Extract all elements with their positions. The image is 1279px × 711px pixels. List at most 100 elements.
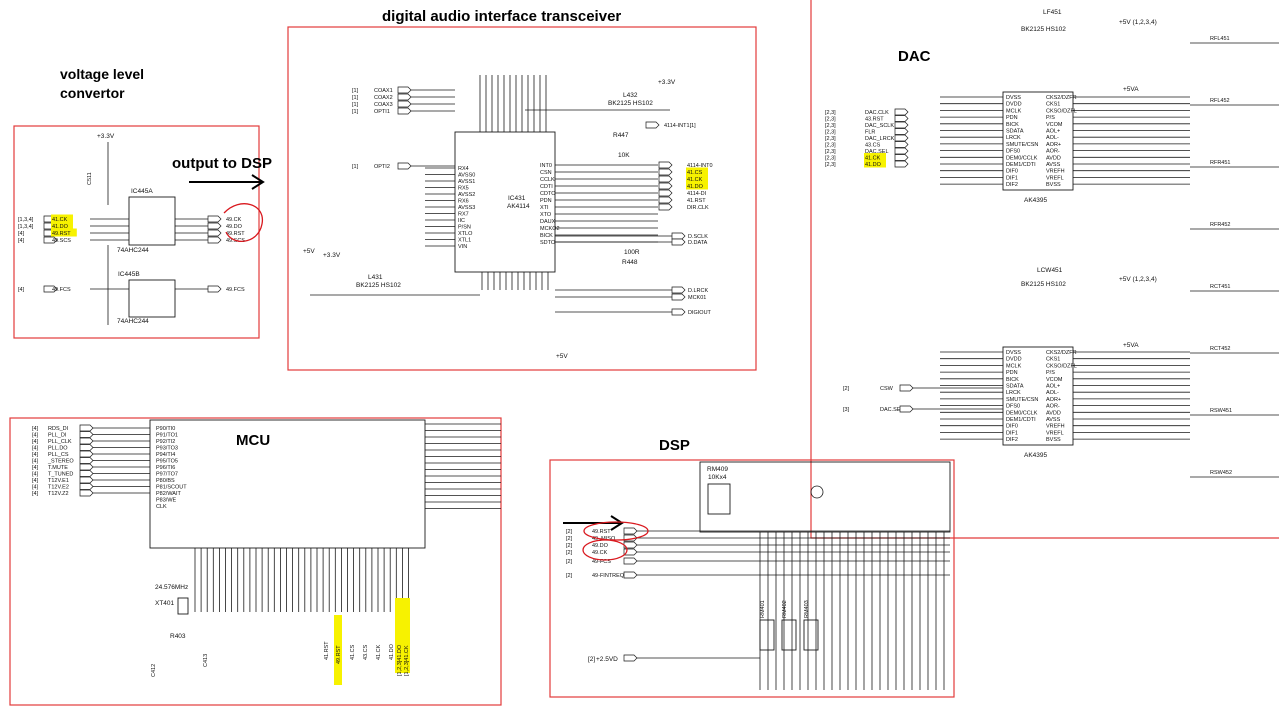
vl-in-1: 41.DO [52,224,69,230]
dac0-rpin-13: BVSS [1046,182,1061,188]
ak4114-label: AK4114 [507,203,530,210]
mcu-ic [149,419,426,549]
dac1-lpin-10: DEM1/CDTI [1006,417,1036,423]
rm409-value: 10Kx4 [708,474,727,481]
tr-lpin-6: AVSS3 [458,205,475,211]
lcw451-label: LCW451 [1037,267,1063,274]
dac0-lpin-5: SDATA [1006,129,1024,135]
dac0-rpin-1: CKS1 [1046,102,1060,108]
vl-out-port-4 [207,285,222,293]
tr-lpin-0: RX4 [458,166,469,172]
dac-res-6: RSW451 [1210,408,1232,414]
tr-rpin-8: DAUX [540,219,556,225]
tr-bnet-2: D.LRCK [688,288,709,294]
vl-out-4: 49.FCS [226,287,245,293]
r447-value: 10K [618,152,630,159]
dac-net-5: 43.CS [865,143,881,149]
vl-in-2-highlight [51,228,77,237]
mcu-port-5 [79,457,94,464]
mcu-lpin-7: P97/TO7 [156,472,178,478]
dac-ref-6: [2,3] [825,149,836,155]
mcu-port-9 [79,483,94,490]
tr-rnet-0: 4114-INT0 [687,163,713,169]
dac-5va-bottom: +5VA [1123,342,1139,349]
tr-rpin-3: CDTI [540,184,553,190]
vl-in-3: 49.SCS [52,238,71,244]
dac0-lpin-3: PDN [1006,115,1018,121]
dac-ref2-0: [2] [843,386,850,392]
vl-in-0-highlight [51,214,73,223]
dac-ref-1: [2,3] [825,117,836,123]
tr-rnet-5: 41.RST [687,198,706,204]
tr-lpin-8: IIC [458,218,465,224]
mcu-net-1: PLL_DI [48,433,67,439]
dsp-pin1-mark [810,485,824,499]
dac0-rpin-9: AVDD [1046,155,1061,161]
mcu-lpin-9: P81/SCOUT [156,485,187,491]
tr-in-port-4 [397,162,412,170]
tr-rnet-1: 41.CS [687,170,703,176]
dac-net-1: 43.RST [865,117,884,123]
vl-in-0: 41.CK [52,217,68,223]
dac0-lpin-11: DIF0 [1006,169,1018,175]
mcu-hl-1 [395,598,403,673]
tr-rpin-7: XTO [540,212,552,218]
dac1-rpin-8: AOR- [1046,404,1060,410]
dac1-lpin-6: LRCK [1006,390,1021,396]
dac-res-7: RSW452 [1210,470,1232,476]
dac1-rpin-5: AOL+ [1046,384,1060,390]
dac0-rpin-2: CKSO/DZFL [1046,108,1077,114]
r403-label: R403 [170,633,186,640]
dac1-lpin-7: SMUTE/CSN [1006,397,1038,403]
dac-net-8: 41.DO [865,162,882,168]
dac-ref-7: [2,3] [825,156,836,162]
dsp-rm-label-0: RM401 [760,600,766,618]
tr-rnet-port-0 [658,161,673,169]
tr-rnet-port-5 [658,196,673,204]
dac-net-0: DAC.CLK [865,110,889,116]
mcu-port-7 [79,470,94,477]
dac-part-top: AK4395 [1024,197,1048,204]
dsp-ref-4: [2] [566,559,573,565]
tr-rnet-4: 4114-DI [687,191,707,197]
mcu-port-8 [79,476,94,484]
dac1-rpin-9: AVDD [1046,410,1061,416]
mcu-hl-label-1: [1,2,3]41.DO [397,644,403,676]
dac-section: AK4395 AK4395 +5V (1,2,3,4) +5V (1,2,3,4… [825,9,1279,478]
mcu-lpin-3: P93/TO3 [156,446,178,452]
dac-net-4: DAC_LRCK [865,136,895,142]
tr-bnet-port-2 [671,286,686,294]
dsp-rm-0 [759,619,775,651]
dac1-rpin-3: P/S [1046,370,1055,376]
dac0-rpin-10: AVSS [1046,162,1061,168]
dac0-lpin-9: DEM0/CCLK [1006,155,1038,161]
dac-ic-top [1002,91,1074,191]
dsp-supply: +2.5VD [596,656,618,663]
dac0-lpin-1: DVDD [1006,102,1022,108]
supply-label: +3.3V [97,133,115,140]
mcu-ref-0: [4] [32,426,39,432]
tr-bnet-port-3 [671,293,686,301]
ic-a-label: IC445A [131,188,153,195]
tr-rpin-4: CDTO [540,191,556,197]
rm409-label: RM409 [707,466,728,473]
ic-b-label: IC445B [118,271,140,278]
dac1-lpin-0: DVSS [1006,350,1021,356]
mcu-lpin-11: P83/WE [156,498,177,504]
tr-in-port-1 [397,93,412,101]
mcu-hl-label-2: [1,2,3]41.CK [404,645,410,676]
dsp-net-5: 49-FINTREQ [592,573,625,579]
voltage-level-title-1: voltage level [60,66,144,82]
dsp-rm-label-2: RM403 [804,600,810,618]
dac-net-port-1 [894,115,909,122]
dac1-lpin-13: DIF2 [1006,437,1018,443]
frame-dsp [549,459,955,698]
dsp-title: DSP [659,437,690,454]
mcu-net-5: _STEREO [47,459,74,465]
dac-net-2: DAC_SCLK [865,123,894,129]
mcu-port-6 [79,463,94,471]
tr-rpin-5: PDN [540,198,552,204]
tr-in-ref-3: [1] [352,109,359,115]
dsp-ref-2: [2] [566,543,573,549]
ic431-label: IC431 [508,195,526,202]
